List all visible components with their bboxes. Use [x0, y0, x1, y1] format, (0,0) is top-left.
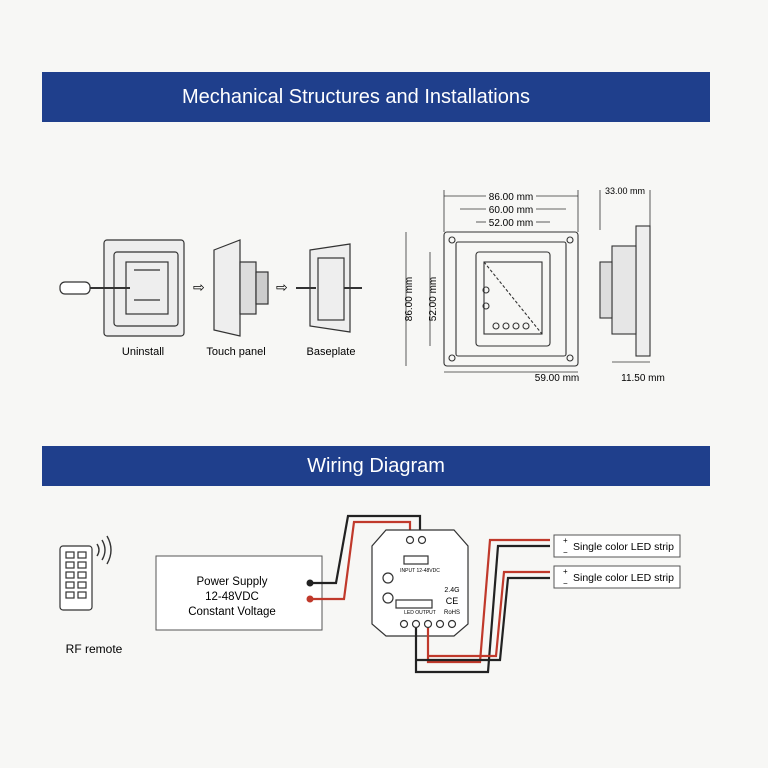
dim-depth-total: 33.00 mm [605, 186, 645, 196]
module-ce-mark: CE [446, 596, 459, 606]
step-label-baseplate: Baseplate [307, 346, 356, 358]
led-strip-2-box [553, 565, 681, 589]
rf-remote-label: RF remote [66, 642, 123, 656]
module-input-label: INPUT 12-48VDC [400, 568, 440, 574]
step-label-touch-panel: Touch panel [206, 346, 265, 358]
led-strip-2-label: Single color LED strip [573, 572, 674, 584]
led-strip-2-minus: − [563, 579, 568, 588]
rf-remote-illustration [59, 545, 93, 611]
power-supply-box [155, 555, 323, 631]
front-view-drawing [443, 231, 579, 367]
dim-width-inner: 52.00 mm [489, 218, 533, 229]
mechanical-section-banner: Mechanical Structures and Installations [42, 72, 710, 122]
module-frequency-label: 2.4G [444, 587, 459, 594]
power-wires [310, 514, 422, 601]
dim-width-mid: 60.00 mm [489, 205, 533, 216]
step-arrow-icon: ⇨ [193, 279, 205, 295]
wiring-section-title: Wiring Diagram [307, 454, 445, 477]
touch-panel-illustration [213, 239, 269, 337]
dim-depth-panel: 11.50 mm [621, 373, 665, 384]
mechanical-section-title: Mechanical Structures and Installations [182, 85, 530, 108]
led-strip-1-label: Single color LED strip [573, 541, 674, 553]
side-view-drawing [599, 225, 651, 357]
dim-height-inner: 52.00 mm [428, 277, 439, 321]
power-supply-line-3: Constant Voltage [188, 606, 276, 618]
dimension-lines [405, 190, 651, 373]
led-strip-2-plus: + [563, 567, 568, 576]
uninstall-illustration [59, 239, 185, 337]
receiver-module [371, 529, 469, 637]
baseplate-illustration [296, 243, 362, 333]
dim-bottom-width: 59.00 mm [535, 373, 579, 384]
power-supply-line-1: Power Supply [197, 576, 268, 588]
led-strip-1-plus: + [563, 536, 568, 545]
output-wires [414, 538, 550, 674]
module-rohs-mark: RoHS [444, 610, 460, 616]
wireless-signal-icon [96, 535, 112, 565]
step-arrow-icon: ⇨ [276, 279, 288, 295]
led-strip-1-minus: − [563, 548, 568, 557]
wiring-section-banner: Wiring Diagram [42, 446, 710, 486]
dim-height-outer: 86.00 mm [404, 277, 415, 321]
module-output-label: LED OUTPUT [404, 610, 436, 616]
power-supply-line-2: 12-48VDC [205, 591, 259, 603]
dim-width-outer: 86.00 mm [489, 192, 533, 203]
step-label-uninstall: Uninstall [122, 346, 164, 358]
led-strip-1-box [553, 534, 681, 558]
